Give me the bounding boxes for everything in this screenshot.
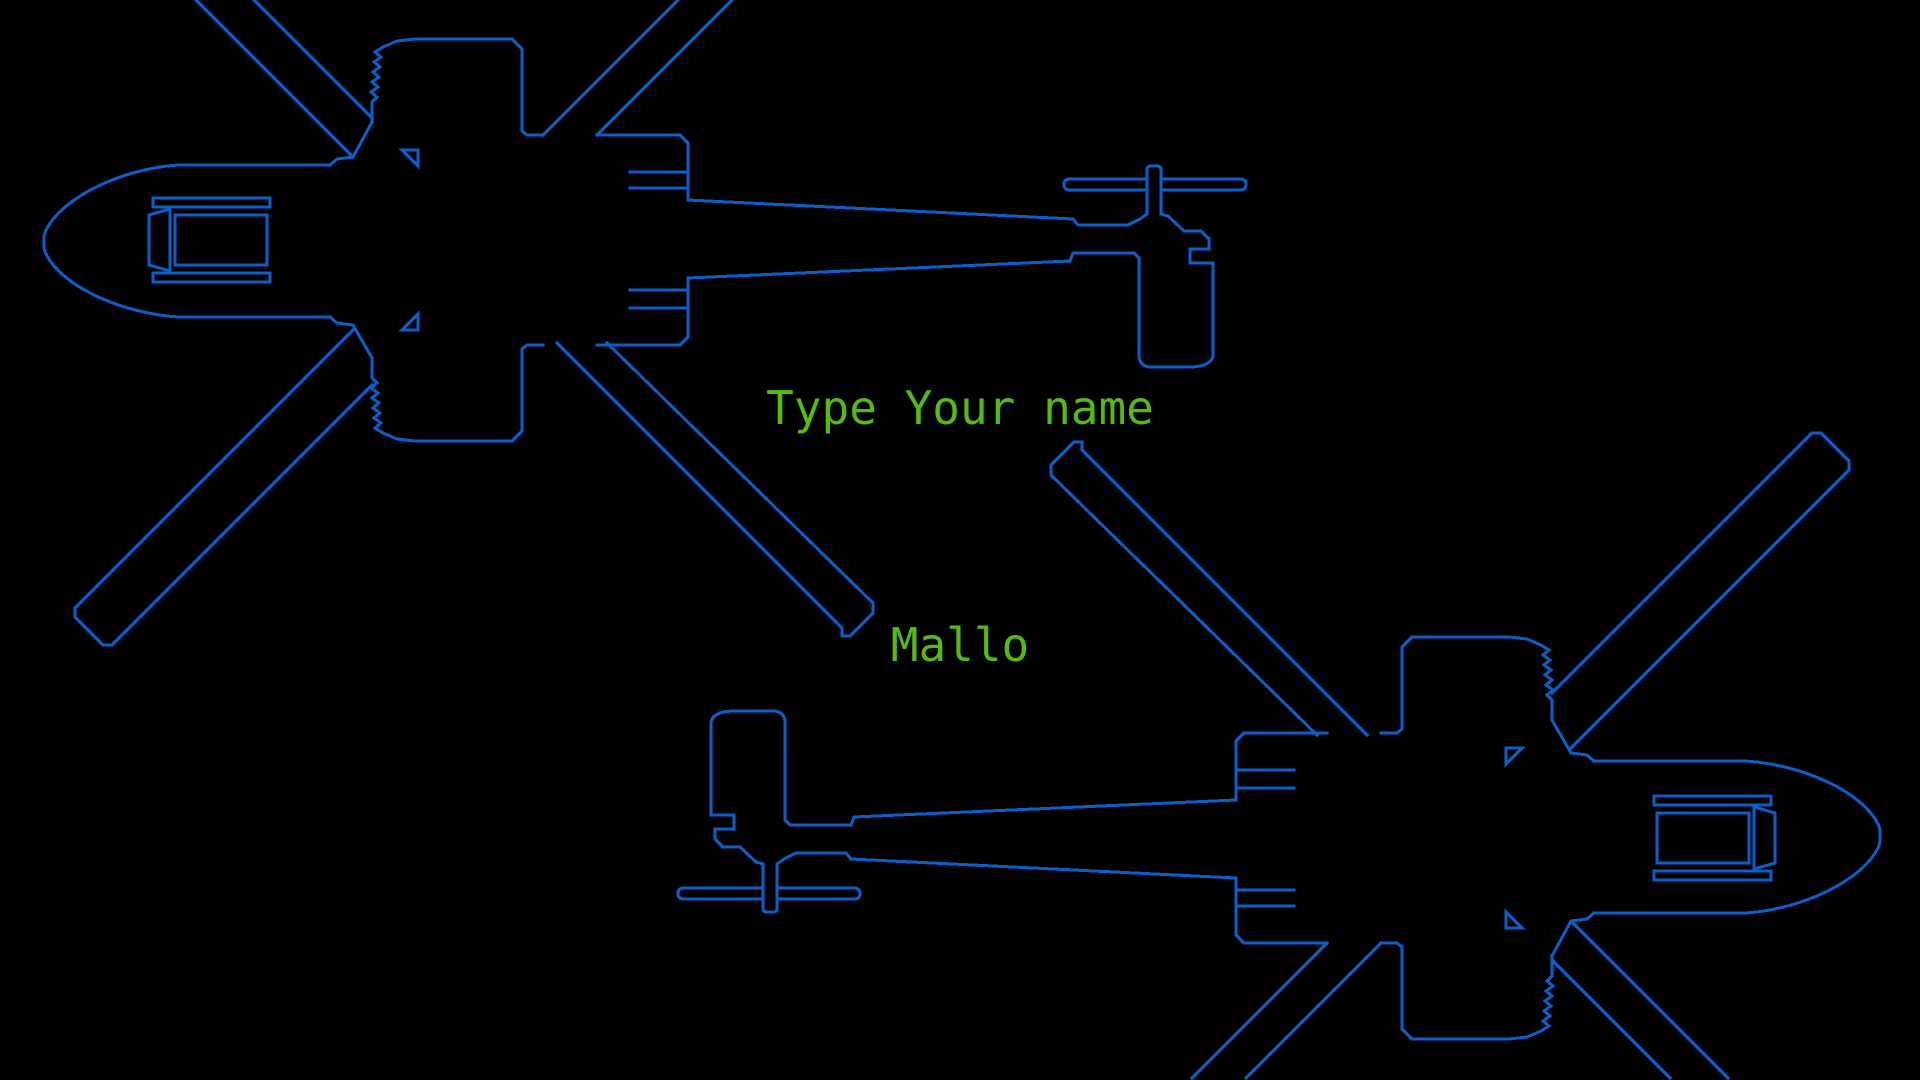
name-prompt-label: Type Your name xyxy=(766,381,1154,435)
helicopter-bottom-right xyxy=(676,431,1882,1080)
helicopter-top-left xyxy=(42,0,1248,647)
name-input-value[interactable]: Mallo xyxy=(891,618,1029,672)
